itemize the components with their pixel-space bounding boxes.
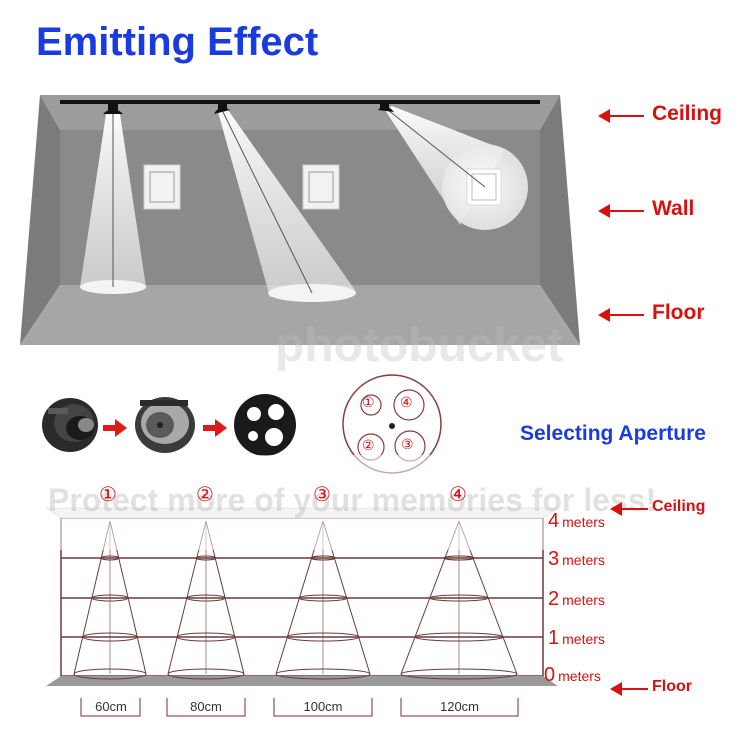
- beam-number-2: ②: [196, 482, 214, 506]
- diagram-ceiling-label: Ceiling: [652, 498, 706, 515]
- right-wall: [540, 95, 580, 345]
- watermark-band: [0, 455, 750, 550]
- ceiling-arrow-icon: [598, 109, 644, 123]
- wall-frame-3-inner: [471, 173, 497, 201]
- height-value-4: 4: [548, 510, 560, 532]
- beam-width-100cm: 100cm: [303, 699, 343, 714]
- beam-number-3: ③: [313, 482, 331, 506]
- floor-arrow-icon: [598, 308, 644, 322]
- floor-surface: [20, 285, 580, 345]
- height-unit-1: meters: [562, 631, 605, 647]
- beam-number-1: ①: [99, 482, 117, 506]
- selecting-aperture-title: Selecting Aperture: [520, 422, 706, 445]
- beam-axis-2: [222, 111, 313, 294]
- height-unit-3: meters: [562, 552, 605, 568]
- floor-label: Floor: [652, 301, 705, 324]
- aperture-number-3: ③: [401, 437, 414, 453]
- beam-width-60cm: 60cm: [95, 699, 127, 714]
- light-fixture-3: [378, 104, 394, 112]
- light-track: [60, 100, 540, 104]
- watermark-tagline: Protect more of your memories for less!: [48, 482, 657, 518]
- aperture-number-4: ④: [400, 395, 413, 411]
- height-unit-0: meters: [558, 668, 601, 684]
- aperture-number-1: ①: [362, 395, 375, 411]
- wall-frame-3: [466, 168, 502, 206]
- lens-disassembled-icon: [135, 397, 195, 453]
- aperture-number-2: ②: [362, 438, 375, 454]
- beam-cone-4: [400, 520, 518, 680]
- wall-label: Wall: [652, 197, 695, 220]
- page-title: Emitting Effect: [36, 20, 319, 64]
- diagram-ceiling-arrow-icon: [610, 502, 648, 516]
- diagram-floor-label: Floor: [652, 678, 692, 695]
- height-unit-2: meters: [562, 592, 605, 608]
- lens-barrel-icon: [42, 398, 98, 452]
- light-beam-2: [218, 110, 355, 297]
- wall-arrow-icon: [598, 204, 644, 218]
- wall-frame-2-inner: [308, 171, 334, 203]
- light-fixture-1: [103, 104, 123, 114]
- height-unit-4: meters: [562, 514, 605, 530]
- wall-frame-1-inner: [149, 171, 175, 203]
- beam-width-120cm: 120cm: [439, 699, 480, 714]
- watermark-brand: photobucket: [275, 319, 563, 372]
- beam-floor: [46, 676, 558, 686]
- ceiling-label: Ceiling: [652, 102, 723, 125]
- beam-width-80cm: 80cm: [190, 699, 222, 714]
- arrow-right-icon-2: [203, 419, 227, 437]
- aperture-center: [389, 423, 395, 429]
- beam-axis-3: [387, 109, 486, 188]
- width-brackets: [80, 698, 519, 717]
- beam-number-4: ④: [449, 482, 467, 506]
- aperture-hole-1: [360, 394, 382, 416]
- height-value-0: 0: [544, 664, 556, 686]
- height-value-3: 3: [548, 548, 560, 570]
- left-wall: [20, 95, 60, 345]
- diagram-floor-arrow-icon: [610, 682, 648, 696]
- light-fixture-2: [214, 104, 230, 114]
- arrow-right-icon-1: [103, 419, 127, 437]
- aperture-hole-4: [393, 389, 425, 421]
- aperture-wheel-icon: [234, 394, 296, 456]
- height-value-1: 1: [548, 627, 560, 649]
- height-value-2: 2: [548, 588, 560, 610]
